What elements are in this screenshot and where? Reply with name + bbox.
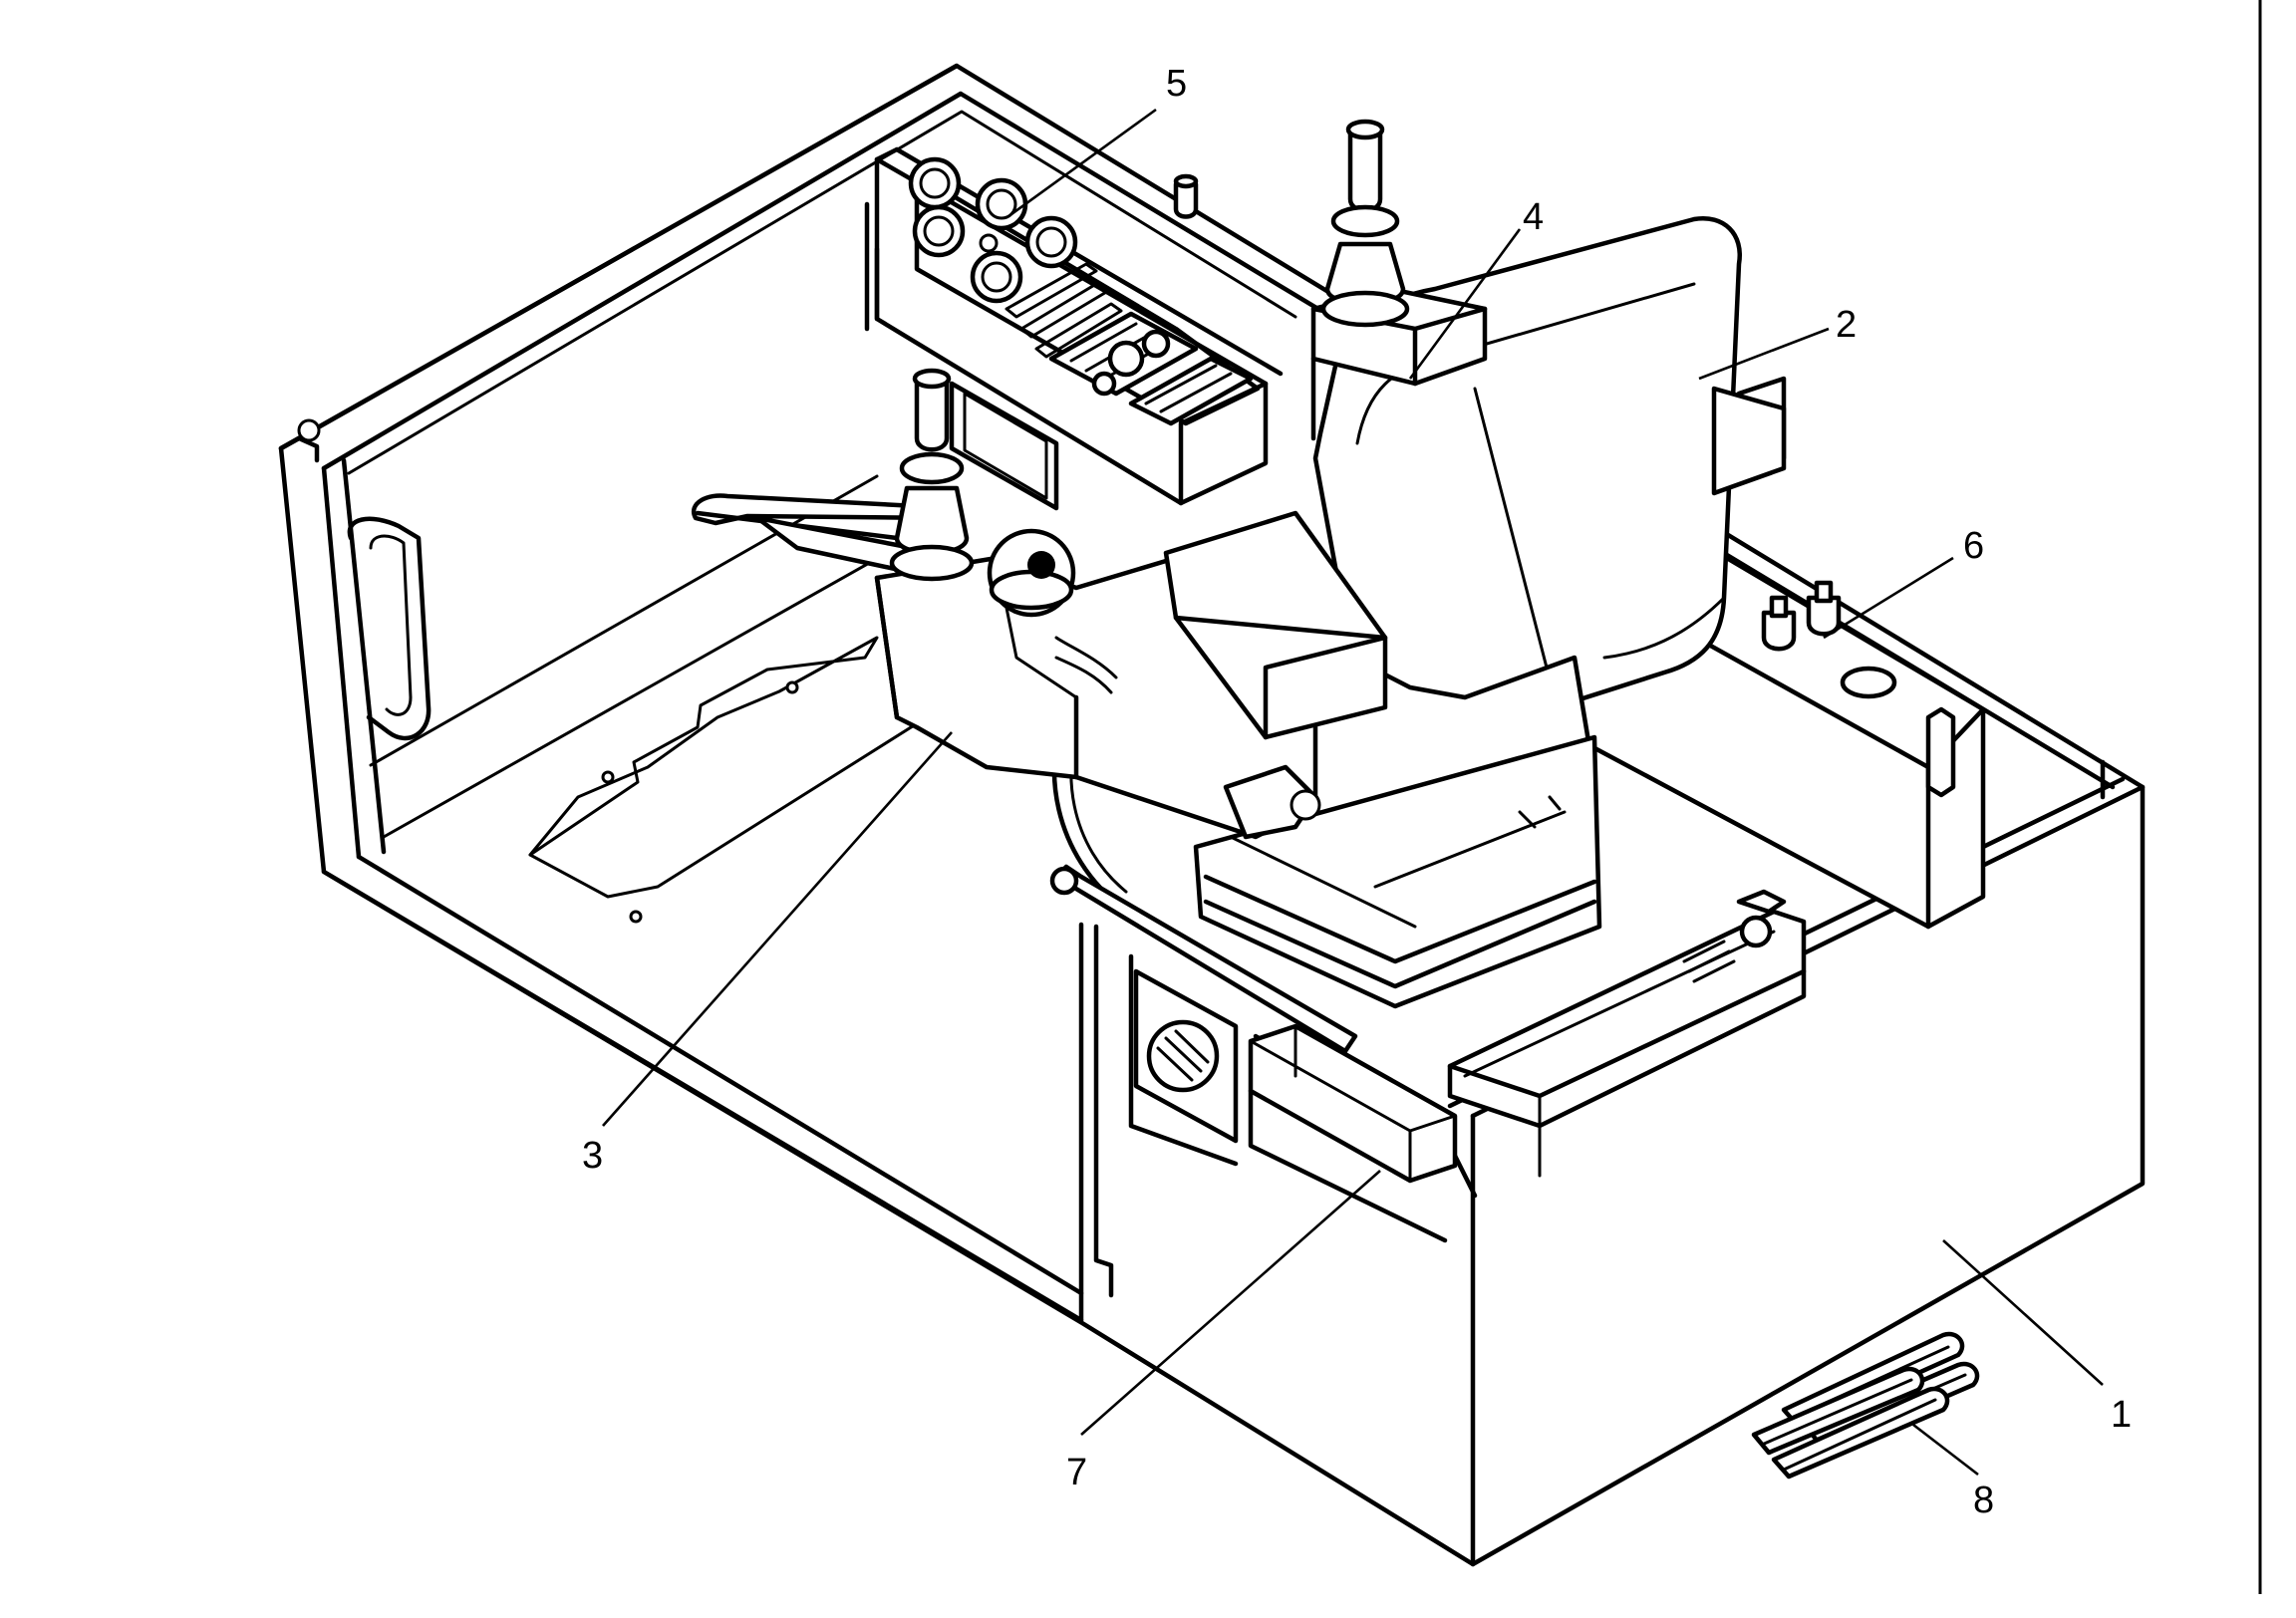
floor-pedal-assembly (1049, 864, 1807, 1243)
callout-1: 1 (2111, 1394, 2132, 1436)
callout-4: 4 (1523, 196, 1544, 238)
callout-5: 5 (1166, 63, 1187, 105)
leader-1 (1942, 1239, 2104, 1386)
right-armrest-console (1173, 119, 1488, 441)
callout-6: 6 (1963, 525, 1984, 567)
leader-5 (1010, 108, 1157, 216)
callout-2: 2 (1836, 304, 1857, 346)
leader-4 (1408, 228, 1522, 380)
leader-7 (1080, 1170, 1381, 1436)
callout-8: 8 (1973, 1480, 1994, 1521)
callout-7: 7 (1066, 1452, 1087, 1493)
callout-3: 3 (582, 1135, 603, 1177)
leader-6 (1823, 556, 1954, 640)
callout-labels: 1 2 3 4 5 6 7 8 (582, 63, 2132, 1521)
leader-3 (602, 731, 953, 1127)
leader-lines (602, 108, 2104, 1477)
dashboard-console (864, 146, 1284, 511)
left-armrest-console (692, 368, 1388, 840)
leader-8 (1912, 1423, 1979, 1477)
leader-2 (1698, 327, 1830, 381)
underfloor-bars (1751, 1331, 1980, 1480)
